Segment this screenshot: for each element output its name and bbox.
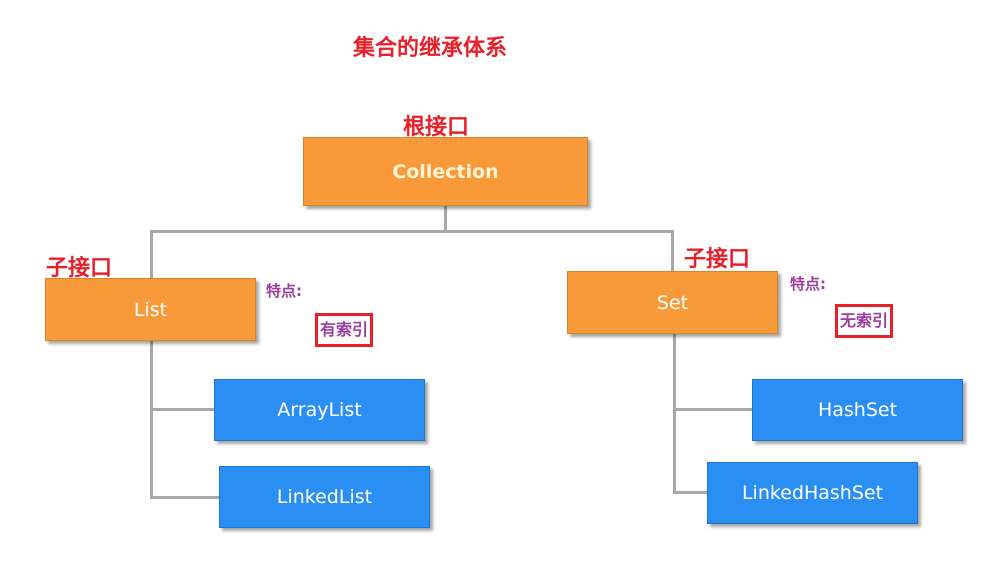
linkedlist-node: LinkedList: [219, 466, 430, 528]
hashset-node: HashSet: [752, 379, 963, 441]
connector-collection-down: [444, 205, 447, 232]
set-node: Set: [567, 271, 778, 334]
feature-label-left: 特点:: [266, 282, 302, 300]
feature-label-right: 特点:: [790, 275, 826, 293]
connector-to-linkedhashset: [673, 491, 708, 494]
connector-horizontal-top: [150, 230, 674, 233]
connector-to-arraylist: [150, 408, 215, 411]
connector-to-hashset: [673, 408, 753, 411]
diagram-title: 集合的继承体系: [353, 36, 508, 61]
connector-to-linkedlist: [150, 496, 220, 499]
connector-list-down: [150, 340, 153, 499]
connector-set-down: [673, 333, 676, 493]
indexed-badge: 有索引: [315, 313, 374, 347]
arraylist-node: ArrayList: [214, 379, 425, 441]
sub-interface-label-left: 子接口: [46, 256, 113, 281]
collection-node: Collection: [303, 137, 588, 206]
no-index-badge: 无索引: [835, 304, 894, 338]
connector-to-set: [671, 230, 674, 272]
connector-to-list: [150, 230, 153, 278]
linkedhashset-node: LinkedHashSet: [707, 462, 918, 524]
root-interface-label: 根接口: [403, 115, 470, 140]
sub-interface-label-right: 子接口: [684, 247, 751, 272]
list-node: List: [45, 278, 256, 341]
